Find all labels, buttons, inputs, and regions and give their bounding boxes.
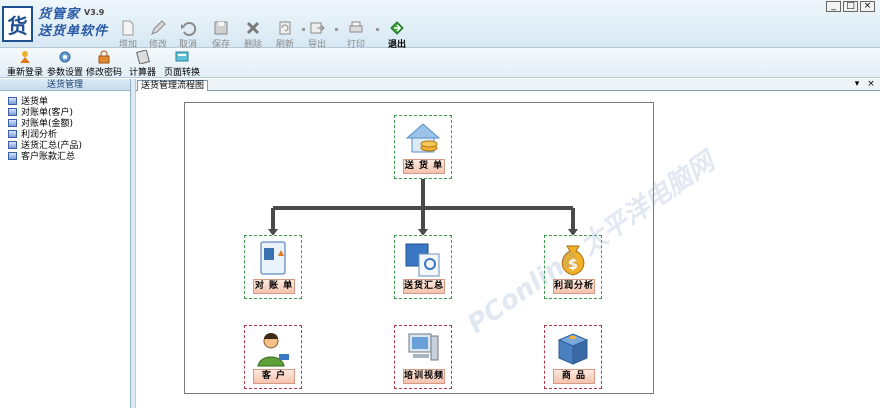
save-icon [214,21,228,35]
tab-bar: 送货管理流程图 ▾ × [136,79,880,91]
app-name-line2: 送货单软件 [38,24,109,39]
add-button[interactable]: 增加 [113,20,143,50]
folder-icon [8,96,17,105]
product-icon [557,333,589,365]
exit-icon [390,21,404,35]
change-password-button[interactable]: 修改密码 [86,50,122,78]
nav-item-statement-amount[interactable]: 对账单(金额) [8,117,130,129]
toolbar-separator [376,28,379,31]
nav-item-profit-analysis[interactable]: 利润分析 [8,128,130,140]
export-button[interactable]: 导出 [302,20,332,50]
flow-node-label: 客 户 [253,369,295,384]
page-switch-icon [175,51,189,62]
folder-icon [8,107,17,116]
flow-node-profit-analysis[interactable]: $ 利润分析 [544,235,602,299]
password-icon [98,50,110,64]
save-button[interactable]: 保存 [206,20,236,50]
tab-close-icon[interactable]: × [867,79,875,89]
flow-connectors [268,179,578,236]
edit-button[interactable]: 修改 [143,20,173,50]
relogin-button[interactable]: 重新登录 [7,50,43,78]
exit-button[interactable]: 退出 [382,20,412,50]
print-icon [349,21,363,33]
customer-icon [257,333,289,367]
close-window-button[interactable]: × [860,1,875,12]
delete-button[interactable]: 删除 [238,20,268,50]
minimize-button[interactable]: _ [826,1,841,12]
navigation-tree: 送货单 对账单(客户) 对账单(金额) 利润分析 送货汇总(产品) 客户账款汇总 [0,91,130,162]
calculator-icon [135,50,150,64]
tab-delivery-flowchart[interactable]: 送货管理流程图 [137,80,209,91]
nav-item-customer-accounts[interactable]: 客户账款汇总 [8,150,130,162]
toolbar-separator [302,28,305,31]
flow-node-label: 商 品 [553,369,595,384]
main-content: 送货管理流程图 ▾ × 送 货 单 对 账 单 [136,79,880,408]
print-button[interactable]: 打印 [341,20,371,50]
flow-node-training-video[interactable]: 培训视频 [394,325,452,389]
app-logo: 货 [2,6,33,42]
flow-node-label: 培训视频 [403,369,445,384]
export-icon [310,22,325,34]
nav-item-statement-customer[interactable]: 对账单(客户) [8,106,130,118]
cancel-button[interactable]: 取消 [173,20,203,50]
folder-icon [8,140,17,149]
edit-icon [151,20,166,35]
flow-node-statement[interactable]: 对 账 单 [244,235,302,299]
app-name-line1: 货管家 [38,7,81,22]
splitter-handle[interactable] [131,79,136,408]
calculator-button[interactable]: 计算器 [129,50,156,78]
flowchart-canvas: 送 货 单 对 账 单 送货汇总 $ 利润分析 [184,102,720,394]
add-doc-icon [122,20,134,36]
app-version: V3.9 [84,8,105,17]
flow-node-product[interactable]: 商 品 [544,325,602,389]
flow-node-customer[interactable]: 客 户 [244,325,302,389]
refresh-icon [279,21,291,35]
top-toolbar: 货 货管家 送货单软件 V3.9 增加 修改 取消 保存 删除 刷新 导出 打印… [0,0,880,50]
flow-node-delivery-summary[interactable]: 送货汇总 [394,235,452,299]
profit-analysis-icon: $ [561,245,585,276]
delete-icon [246,21,260,35]
flow-node-label: 利润分析 [553,279,595,294]
flow-node-delivery-note[interactable]: 送 货 单 [394,115,452,179]
panel-title: 送货管理 [0,79,130,91]
tab-list-dropdown-icon[interactable]: ▾ [854,79,860,89]
settings-button[interactable]: 参数设置 [47,50,83,78]
folder-icon [8,118,17,127]
flow-node-label: 送货汇总 [403,279,445,294]
delivery-summary-icon [405,243,440,277]
function-toolbar: 重新登录 参数设置 修改密码 计算器 页面转换 [0,48,880,78]
toolbar-separator [335,28,338,31]
delivery-note-icon [405,123,441,153]
maximize-button[interactable]: □ [843,1,858,12]
nav-item-delivery-note[interactable]: 送货单 [8,95,130,107]
settings-icon [59,51,71,63]
folder-icon [8,151,17,160]
left-navigation-panel: 送货管理 送货单 对账单(客户) 对账单(金额) 利润分析 送货汇总(产品) 客… [0,79,131,408]
relogin-icon [20,51,30,63]
app-name: 货管家 送货单软件 [38,6,108,40]
folder-icon [8,129,17,138]
nav-item-delivery-summary[interactable]: 送货汇总(产品) [8,139,130,151]
undo-icon [181,22,196,36]
flow-node-label: 送 货 单 [403,159,445,174]
training-video-icon [408,333,439,361]
page-switch-button[interactable]: 页面转换 [164,50,200,78]
flow-node-label: 对 账 单 [253,279,295,294]
statement-icon [260,241,286,275]
svg-text:$: $ [568,257,578,273]
refresh-button[interactable]: 刷新 [270,20,300,50]
